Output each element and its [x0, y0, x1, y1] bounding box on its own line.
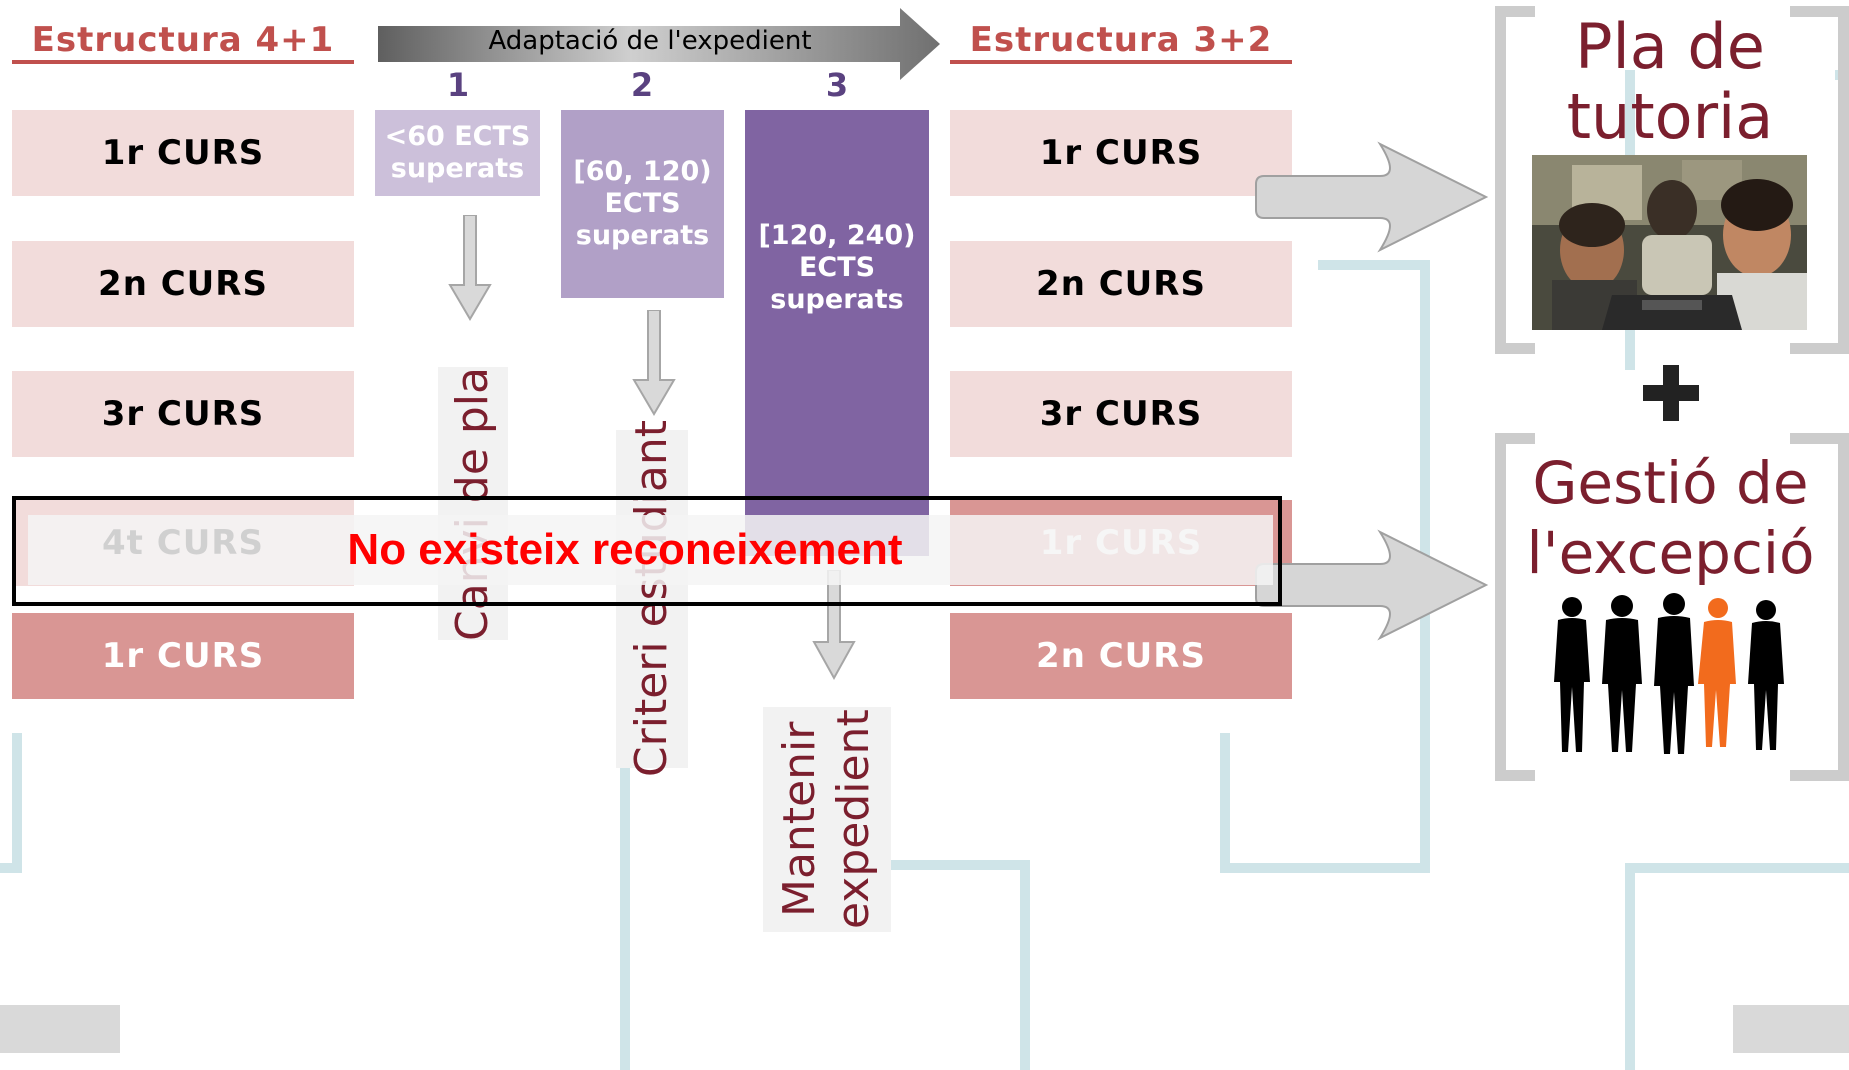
arrow-down-icon: [448, 215, 492, 321]
tutoria-bracket-top-right: [1790, 6, 1849, 17]
option-3-number: 3: [825, 66, 849, 104]
no-recognition-text: No existeix reconeixement: [347, 525, 903, 574]
big-arrow-right-icon: [1255, 141, 1489, 253]
excepcio-title: Gestió de l'excepció: [1526, 449, 1815, 587]
footer-block-right: [1733, 1005, 1849, 1053]
right-header-rule: [950, 60, 1292, 64]
option-2-number: 2: [630, 66, 654, 104]
option-3-action-label: Mantenir expedient: [763, 707, 891, 932]
people-silhouettes-icon: [1554, 593, 1784, 754]
adaptation-arrow: [378, 8, 940, 80]
adaptation-arrow-label: Adaptació de l'expedient: [488, 26, 812, 56]
right-course-3: 3r CURS: [950, 371, 1292, 457]
excepcio-bracket-bottom-right: [1790, 770, 1849, 781]
no-recognition-banner: [28, 515, 1273, 585]
right-course-1: 1r CURS: [950, 110, 1292, 196]
tutoria-bracket-right: [1838, 6, 1849, 354]
excepcio-bracket-bottom-left: [1495, 770, 1535, 781]
option-2-action-label: Criteri estudiant: [616, 420, 688, 778]
option-1-action-label: Canvi de pla: [438, 367, 508, 640]
option-3-ects-box: [120, 240) ECTS superats: [745, 110, 929, 556]
option-2-ects-text: [60, 120) ECTS superats: [573, 156, 712, 251]
footer-block-left: [0, 1005, 120, 1053]
arrow-down-icon: [632, 310, 676, 416]
right-course-2: 2n CURS: [950, 241, 1292, 327]
excepcio-bracket-top-right: [1790, 433, 1849, 444]
tutoria-title: Pla de tutoria: [1566, 10, 1774, 153]
tutoring-photo: [1532, 155, 1807, 330]
tutoria-bracket-top-left: [1495, 6, 1535, 17]
tutoria-bracket: [1495, 6, 1846, 343]
left-course-3: 3r CURS: [12, 371, 354, 457]
option-3-ects-text: [120, 240) ECTS superats: [758, 220, 916, 315]
tutoria-bracket-bottom-right: [1790, 343, 1849, 354]
excepcio-bracket-top-left: [1495, 433, 1535, 444]
no-recognition-banner-frame: [12, 496, 1282, 606]
excepcio-bracket-left: [1495, 433, 1506, 781]
option-3-action-text: Mantenir expedient: [774, 709, 879, 930]
right-structure-header: Estructura 3+2: [969, 20, 1273, 60]
option-2-ects-box: [60, 120) ECTS superats: [561, 110, 724, 298]
left-header-rule: [12, 60, 354, 64]
left-master-course-1: 1r CURS: [12, 613, 354, 699]
right-master-course-2: 2n CURS: [950, 613, 1292, 699]
left-course-2: 2n CURS: [12, 241, 354, 327]
tutoria-bracket-bottom-left: [1495, 343, 1535, 354]
big-arrow-right-icon: [1255, 529, 1489, 641]
plus-icon: [1643, 365, 1699, 421]
left-structure-header: Estructura 4+1: [31, 20, 335, 60]
excepcio-bracket-right: [1838, 433, 1849, 781]
option-1-number: 1: [446, 66, 470, 104]
option-1-ects-box: <60 ECTS superats: [375, 110, 540, 196]
left-course-1: 1r CURS: [12, 110, 354, 196]
option-1-ects-text: <60 ECTS superats: [384, 121, 531, 184]
